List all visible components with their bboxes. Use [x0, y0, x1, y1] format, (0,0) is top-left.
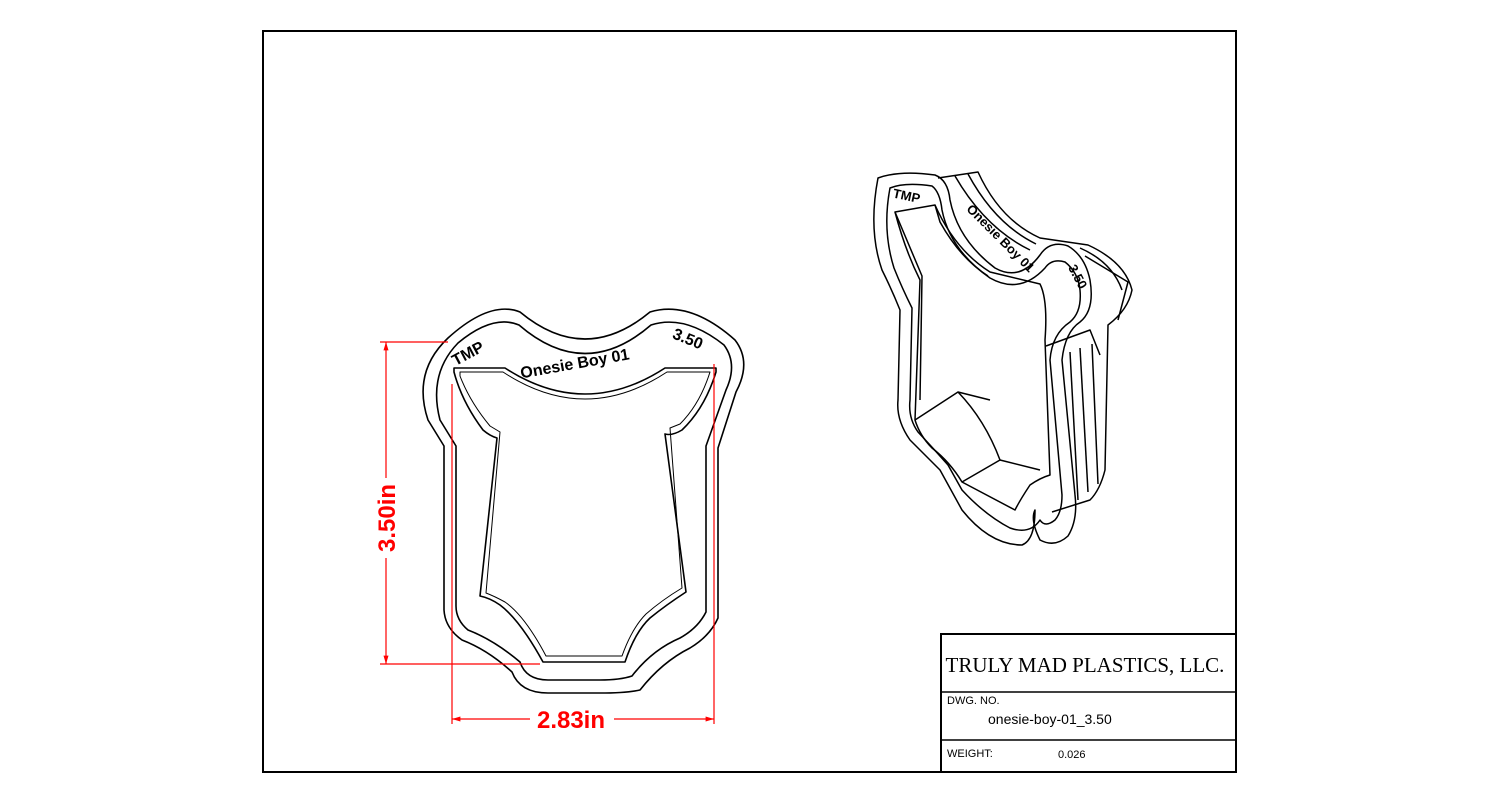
front-outer-outline: [422, 308, 745, 694]
front-band-inner: [435, 321, 733, 681]
sheet-border: [262, 30, 1237, 773]
iso-pocket-floor-edge: [914, 391, 991, 421]
iso-view: [873, 171, 1133, 546]
dimensions: [380, 341, 715, 724]
iso-pocket-rim: [894, 204, 1051, 511]
height-label-bg: [372, 478, 402, 558]
iso-pocket-floor: [999, 459, 1041, 471]
weight-label: WEIGHT:: [947, 748, 993, 760]
front-view: [422, 308, 745, 694]
front-inner-rim: [459, 371, 711, 657]
iso-rib-2: [967, 173, 1037, 245]
iso-rib-4: [1084, 255, 1129, 321]
iso-rib-3: [1079, 247, 1123, 291]
front-text-name: Onesie Boy 01: [519, 346, 631, 382]
title-block: [940, 633, 1237, 773]
iso-front-inner: [886, 183, 1082, 531]
width-dimension-label: 2.83in: [537, 707, 605, 734]
dwg-no-label: DWG. NO.: [947, 695, 1000, 707]
dwg-no-value: onesie-boy-01_3.50: [988, 711, 1112, 727]
iso-pocket-top-wall: [934, 204, 989, 277]
front-inner-opening: [453, 367, 717, 663]
iso-rib-6: [1079, 347, 1089, 493]
title-block-frame: [940, 633, 1237, 773]
iso-front-outer: [873, 172, 1092, 546]
iso-rib-8: [1045, 329, 1101, 356]
iso-text-tmp: TMP: [892, 186, 922, 206]
height-dimension-label: 3.50in: [374, 484, 401, 552]
company-name: TRULY MAD PLASTICS, LLC.: [946, 653, 1225, 677]
iso-text-size: 3.50: [1065, 262, 1090, 291]
iso-rib-7: [1091, 343, 1099, 485]
iso-back-face: [937, 171, 1133, 513]
front-embossed-text: TMP Onesie Boy 01 3.50: [449, 326, 705, 382]
iso-pocket-wall-left: [894, 211, 923, 401]
width-label-bg: [530, 704, 614, 734]
iso-rib-5: [1069, 351, 1079, 501]
weight-value: 0.026: [1058, 749, 1086, 761]
iso-pocket-wall-bottom: [957, 391, 1001, 483]
front-text-tmp: TMP: [449, 339, 487, 370]
iso-rib-1: [954, 175, 1031, 251]
